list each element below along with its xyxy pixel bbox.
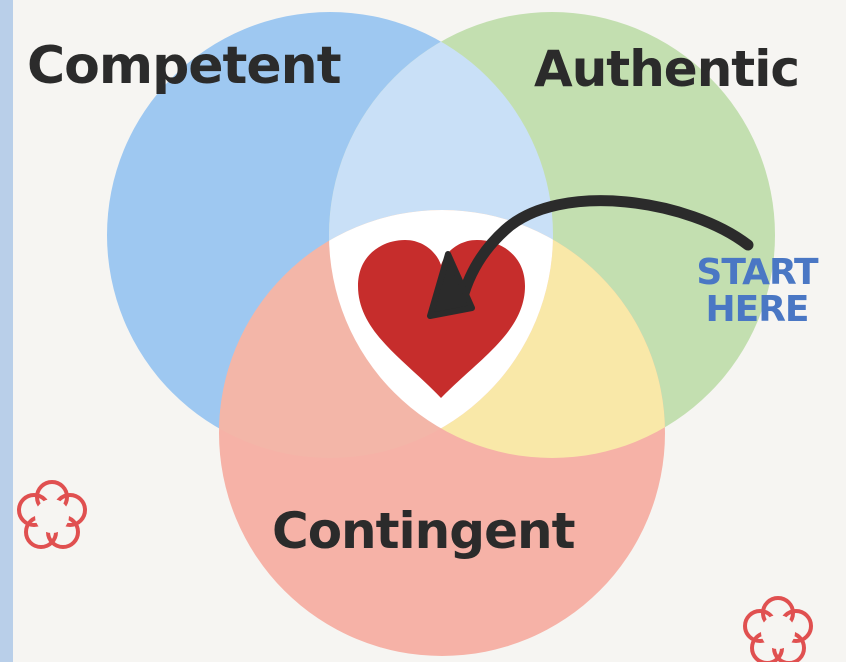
- arrow-head-icon: [427, 251, 475, 319]
- start-here-callout: START HERE: [682, 254, 832, 328]
- flower-outline-icon: [17, 480, 87, 549]
- start-here-line1: START: [696, 252, 818, 293]
- flower-outline-icon: [743, 596, 813, 662]
- contingent-label: Contingent: [272, 502, 575, 560]
- authentic-label: Authentic: [534, 40, 800, 98]
- left-accent-bar: [0, 0, 13, 662]
- competent-label: Competent: [27, 36, 342, 96]
- curved-arrow-icon: [456, 195, 754, 306]
- start-here-line2: HERE: [705, 289, 809, 330]
- heart-icon: [358, 240, 525, 398]
